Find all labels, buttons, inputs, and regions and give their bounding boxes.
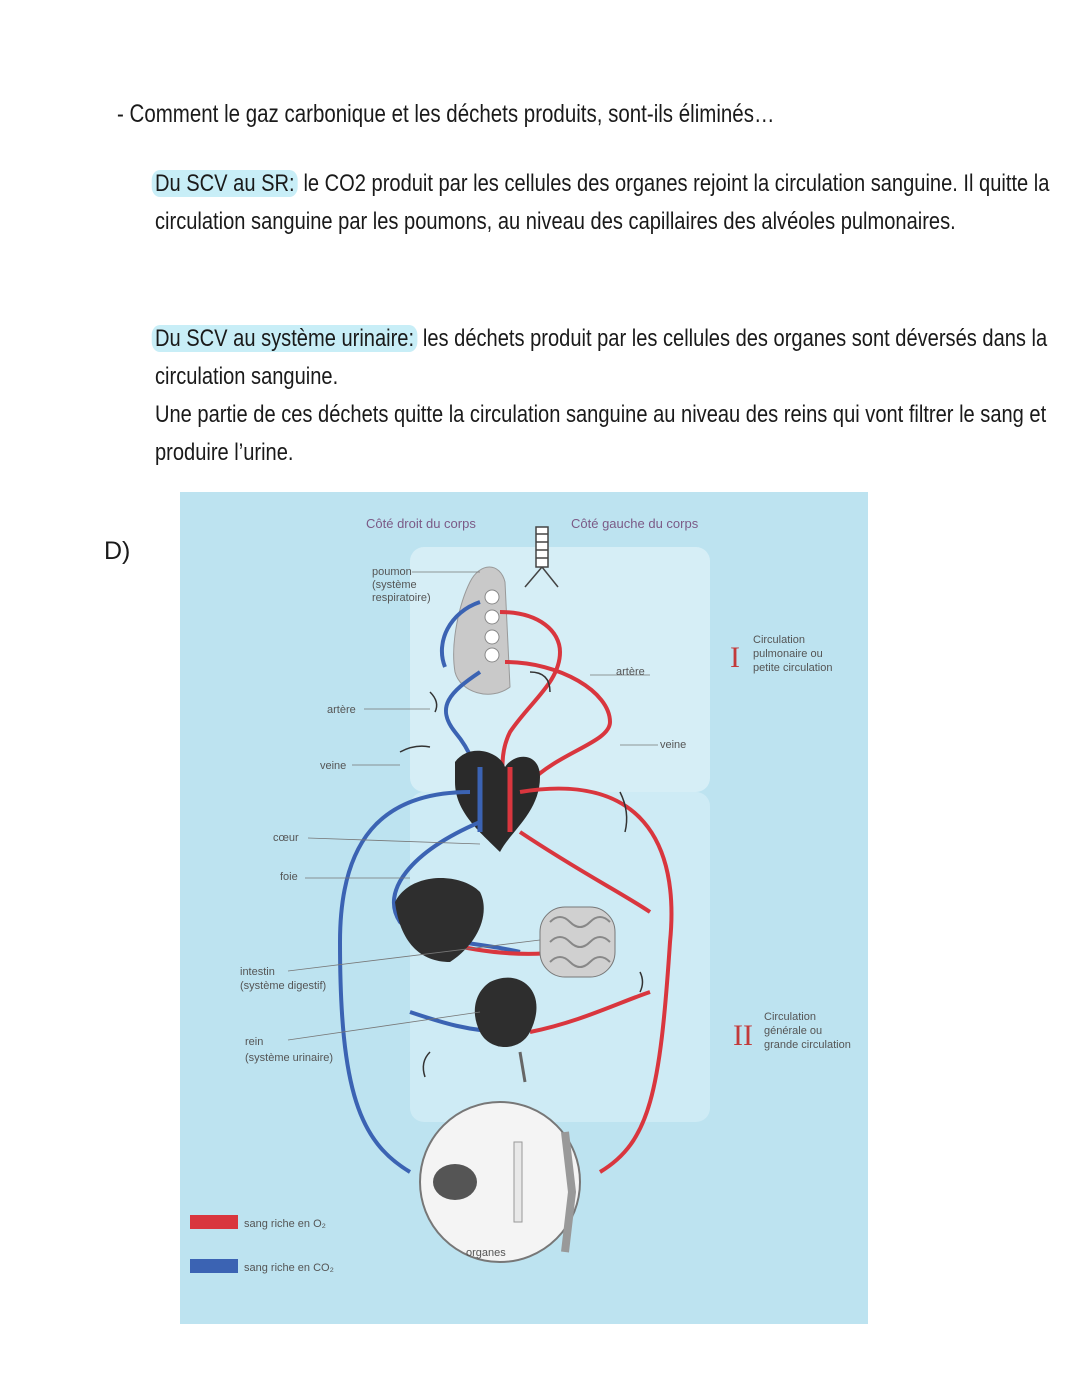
circulation-2-line2: générale ou [764,1025,822,1037]
highlight-scv-urinary: Du SCV au système urinaire: [151,325,418,352]
liver-icon [395,878,484,962]
label-veine-left: veine [320,760,346,772]
intestine-icon [539,906,616,978]
trachea-icon [524,526,559,588]
legend-blue-swatch [190,1259,238,1273]
paragraph-waste-text-1: les déchets produit par les cellules des… [155,325,1048,390]
paragraph-waste: Du SCV au système urinaire: les déchets … [151,320,1057,472]
label-organes: organes [466,1247,506,1259]
header-left-side: Côté gauche du corps [571,516,699,531]
legend-red-label: sang riche en O₂ [244,1218,326,1230]
circulation-2-line1: Circulation [764,1011,816,1023]
leader-lines [287,571,658,1041]
label-intestin: intestin [240,966,275,978]
label-coeur: cœur [273,832,299,844]
question-heading: - Comment le gaz carbonique et les déche… [117,100,775,128]
label-rein-2: (système urinaire) [245,1052,333,1064]
paragraph-co2-text: le CO2 produit par les cellules des orga… [155,170,1050,235]
circulation-1-line3: petite circulation [753,662,833,674]
organs-icon [419,1101,581,1263]
paragraph-waste-text-2: Une partie de ces déchets quitte la circ… [155,401,1047,466]
legend-blue-label: sang riche en CO₂ [244,1262,334,1274]
highlight-scv-sr: Du SCV au SR: [151,170,298,197]
circulation-1-line2: pulmonaire ou [753,648,823,660]
label-rein: rein [245,1036,263,1048]
label-poumon: poumon [372,566,412,578]
paragraph-co2: Du SCV au SR: le CO2 produit par les cel… [151,165,1057,241]
kidney-icon [474,977,537,1083]
label-intestin-2: (système digestif) [240,980,326,992]
label-poumon-2: (système [372,579,417,591]
circulation-diagram: Côté droit du corps Côté gauche du corps… [180,492,868,1324]
circulation-2-line3: grande circulation [764,1039,851,1051]
flow-arrows [399,671,644,1078]
circulation-diagram-svg: Côté droit du corps Côté gauche du corps… [190,516,851,1274]
legend-red-swatch [190,1215,238,1229]
label-veine-right: veine [660,739,686,751]
section-d-label: D) [104,537,131,565]
label-foie: foie [280,871,298,883]
circulation-2-numeral: II [733,1019,753,1052]
circulation-1-numeral: I [730,641,740,674]
circulation-1-line1: Circulation [753,634,805,646]
heart-icon [455,750,540,852]
header-right-side: Côté droit du corps [366,516,476,531]
label-artere-left: artère [327,704,356,716]
label-artere-right: artère [616,666,645,678]
alveoli-icon [484,589,500,663]
label-poumon-3: respiratoire) [372,592,431,604]
